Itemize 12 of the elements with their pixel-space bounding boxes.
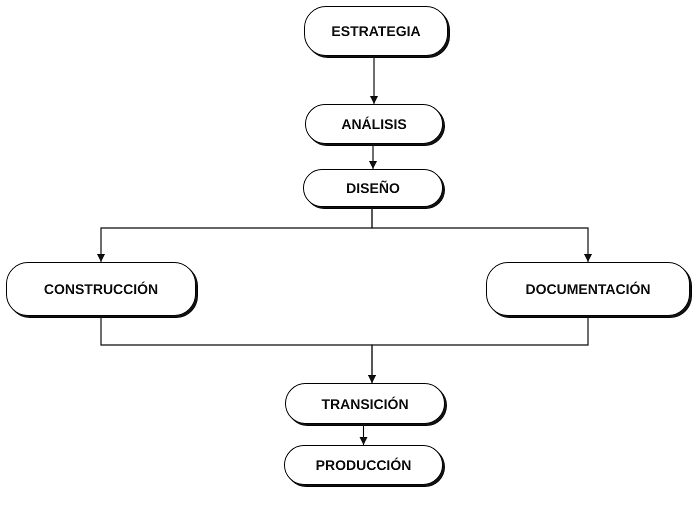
arrow: [368, 316, 589, 383]
rounded-process-box: PRODUCCIÓN: [284, 445, 443, 485]
arrow: [370, 56, 378, 104]
rounded-process-box: TRANSICIÓN: [285, 383, 445, 424]
rounded-process-box: DOCUMENTACIÓN: [486, 262, 690, 316]
arrow: [360, 424, 368, 445]
arrow: [371, 207, 592, 262]
rounded-process-box: DISEÑO: [303, 169, 443, 207]
rounded-process-box: CONSTRUCCIÓN: [6, 262, 196, 316]
rounded-process-box: ANÁLISIS: [305, 104, 443, 144]
rounded-process-box: ESTRATEGIA: [304, 6, 448, 56]
arrow: [369, 144, 377, 169]
